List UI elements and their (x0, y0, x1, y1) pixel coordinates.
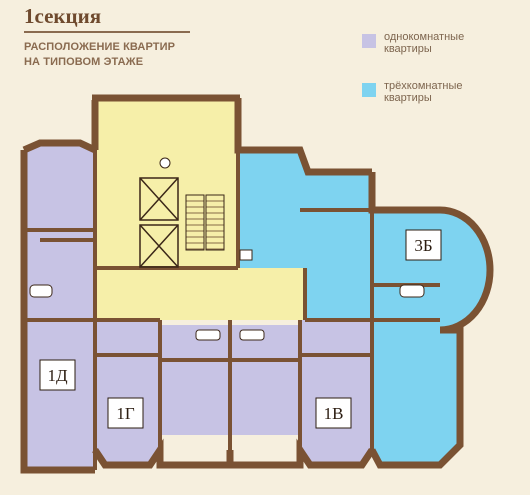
apartment-3b-bay (440, 210, 490, 330)
stair-flight-left (185, 194, 205, 251)
legend-label-one-room: однокомнатные квартиры (384, 31, 465, 55)
label-apartment-1d: 1Д (47, 366, 68, 385)
apartment-1v-bath (230, 325, 300, 435)
section-title: 1секция (24, 4, 102, 28)
label-apartment-1v: 1В (324, 404, 344, 423)
legend-swatch-three-room (362, 83, 376, 97)
one-room-apartments (24, 143, 372, 470)
bathroom-fixtures (29, 157, 425, 341)
title-underline (24, 31, 190, 33)
apartment-1d (24, 143, 95, 470)
legend-swatch-one-room (362, 34, 376, 48)
elevator-shafts (139, 177, 179, 268)
subtitle-line-2: НА ТИПОВОМ ЭТАЖЕ (24, 56, 144, 68)
common-area (95, 100, 305, 320)
apartment-1g-bath (160, 325, 230, 435)
stair-flight-right (205, 194, 225, 251)
legend-label-three-room: трёхкомнатные квартиры (384, 80, 463, 104)
subtitle-line-1: РАСПОЛОЖЕНИЕ КВАРТИР (24, 41, 176, 53)
apartment-3b (238, 150, 460, 465)
label-apartment-1g: 1Г (116, 404, 135, 423)
label-apartment-3b: 3Б (414, 236, 432, 255)
apartment-1v (300, 320, 372, 465)
apartment-labels: 1Д 1Г 1В 3Б (39, 229, 442, 429)
three-room-apartments (238, 150, 490, 465)
plan-subtitle: РАСПОЛОЖЕНИЕ КВАРТИР НА ТИПОВОМ ЭТАЖЕ (24, 40, 175, 70)
apartment-1g (95, 320, 160, 465)
